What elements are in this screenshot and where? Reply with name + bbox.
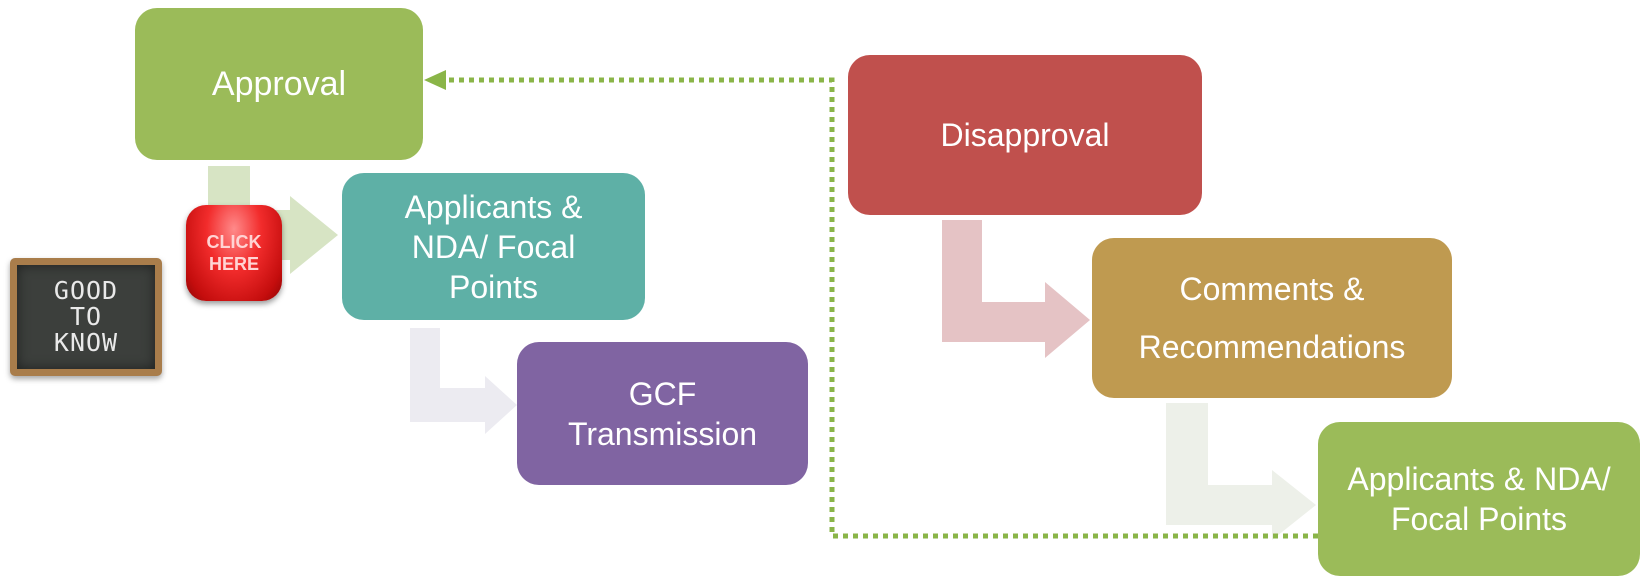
applicants-focal-points-box: Applicants & NDA/ Focal Points (342, 173, 645, 320)
gcf-transmission-box: GCF Transmission (517, 342, 808, 485)
disapproval-box: Disapproval (848, 55, 1202, 215)
feedback-dotted-line (440, 77, 1318, 539)
approval-label: Approval (211, 64, 347, 103)
click-here-button[interactable]: CLICK HERE (186, 205, 282, 301)
disapproval-label: Disapproval (940, 116, 1110, 153)
click-here-label: CLICK HERE (206, 232, 262, 274)
applicants-nda-focal-points-label: Applicants & NDA/ Focal Points (1347, 461, 1611, 537)
approval-box: Approval (135, 8, 423, 160)
good-to-know-chalkboard[interactable]: GOOD TO KNOW (10, 258, 162, 376)
disapproval-to-comments-arrow (942, 220, 1090, 358)
feedback-arrowhead (424, 70, 446, 90)
applicants-focal-points-label: Applicants & NDA/ Focal Points (404, 188, 583, 305)
applicants-to-gcf-arrow (410, 328, 517, 434)
gcf-transmission-label: GCF Transmission (567, 375, 758, 452)
comments-recommendations-box: Comments & Recommendations (1092, 238, 1452, 398)
comments-to-applicants-arrow (1166, 403, 1316, 540)
applicants-nda-focal-points-box: Applicants & NDA/ Focal Points (1318, 422, 1640, 576)
good-to-know-label: GOOD TO KNOW (53, 276, 119, 357)
comments-recommendations-label: Comments & Recommendations (1138, 271, 1406, 365)
